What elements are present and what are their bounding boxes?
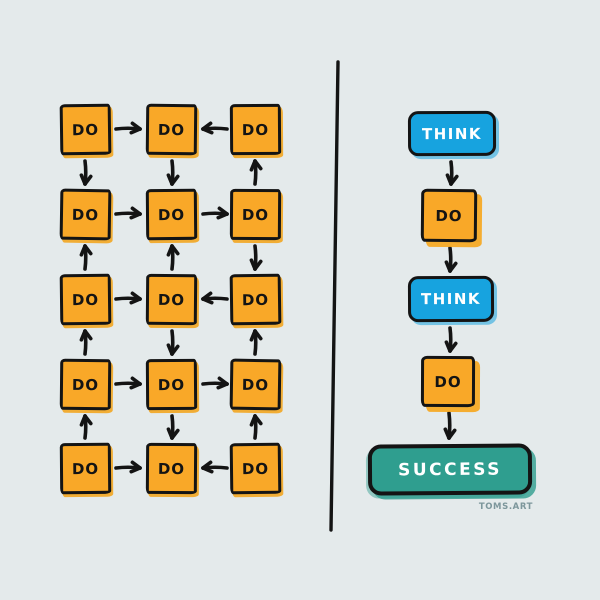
do-box: DO <box>229 103 282 156</box>
flow-step-label: THINK <box>421 124 483 143</box>
arrow-up <box>166 244 180 271</box>
arrow-right <box>201 376 229 390</box>
arrow-right <box>114 206 142 220</box>
do-box-label: DO <box>71 375 100 394</box>
do-box: DO <box>145 442 198 495</box>
arrow-down <box>166 159 180 186</box>
do-box-label: DO <box>241 375 270 394</box>
flow-step-do: DO <box>420 188 478 243</box>
flow-step-success: SUCCESS <box>367 443 533 496</box>
do-box-label: DO <box>71 120 100 139</box>
arrow-up <box>249 414 263 440</box>
arrow-down <box>443 411 457 440</box>
do-box: DO <box>229 273 282 326</box>
do-box-label: DO <box>157 120 186 139</box>
divider-line <box>329 60 340 532</box>
arrow-right <box>114 376 142 390</box>
flow-step-think: THINK <box>407 275 495 323</box>
arrow-right <box>201 206 229 220</box>
arrow-left <box>201 291 229 305</box>
do-box-label: DO <box>241 290 270 309</box>
do-box: DO <box>59 358 112 411</box>
flow-step-label: DO <box>434 372 462 391</box>
arrow-right <box>114 121 142 135</box>
arrow-down <box>166 414 180 440</box>
arrow-right <box>114 291 142 305</box>
arrow-down <box>79 159 93 186</box>
flow-step-do: DO <box>420 355 476 408</box>
do-box-label: DO <box>241 120 270 139</box>
arrow-down <box>444 246 458 273</box>
do-box: DO <box>59 442 112 495</box>
do-box: DO <box>145 358 198 411</box>
arrow-down <box>445 160 459 186</box>
do-box-label: DO <box>71 459 100 478</box>
do-box-label: DO <box>157 290 186 309</box>
arrow-left <box>201 460 229 474</box>
arrow-down <box>166 329 180 356</box>
do-box: DO <box>59 273 112 326</box>
do-box: DO <box>145 188 198 241</box>
flow-step-think: THINK <box>407 110 497 157</box>
arrow-down <box>444 326 458 353</box>
do-box: DO <box>145 103 198 156</box>
arrow-up <box>79 329 93 356</box>
do-box: DO <box>229 358 282 411</box>
do-box: DO <box>145 273 198 326</box>
do-box: DO <box>229 188 282 241</box>
do-box-label: DO <box>241 459 270 478</box>
arrow-up <box>79 414 93 440</box>
arrow-up <box>79 244 93 271</box>
watermark: TOMS.ART <box>478 502 533 512</box>
flow-step-label: DO <box>435 206 463 225</box>
do-box-label: DO <box>71 205 100 224</box>
flow-step-label: THINK <box>420 289 482 309</box>
arrow-down <box>249 244 263 271</box>
do-box-label: DO <box>241 205 270 224</box>
arrow-left <box>201 121 229 135</box>
do-box: DO <box>59 188 112 241</box>
arrow-right <box>114 460 142 474</box>
do-box-label: DO <box>71 290 100 309</box>
do-box-label: DO <box>157 375 186 394</box>
arrow-up <box>249 159 263 186</box>
do-box-label: DO <box>157 205 186 224</box>
do-box: DO <box>229 442 282 495</box>
do-box-label: DO <box>157 459 186 478</box>
flow-step-label: SUCCESS <box>398 459 502 480</box>
arrow-up <box>249 329 263 356</box>
do-box: DO <box>59 103 112 156</box>
